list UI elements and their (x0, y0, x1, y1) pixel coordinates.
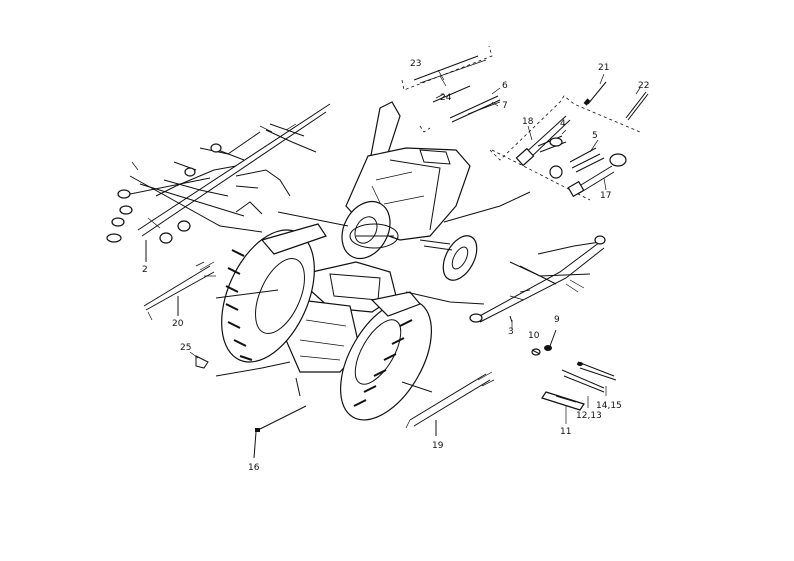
part-11-bracket (541, 391, 585, 411)
part-10-nut (531, 348, 541, 356)
callout-labels: 23 24 6 7 21 22 18 4 5 17 2 20 25 3 10 9… (142, 59, 649, 473)
callout-18: 18 (522, 117, 534, 127)
callout-10: 10 (528, 331, 540, 341)
callout-23: 23 (410, 59, 421, 69)
dashed-leader (419, 125, 431, 133)
callout-19: 19 (432, 441, 444, 451)
part-18-connector (515, 115, 571, 167)
part-22-rod (625, 91, 649, 121)
fender-right (370, 291, 422, 317)
leader-lines (439, 73, 641, 424)
callout-14-15: 14,15 (596, 401, 622, 411)
part-17-sensor (567, 153, 627, 198)
callout-9: 9 (554, 315, 560, 325)
part-14-15-bar (577, 361, 617, 381)
callout-21: 21 (598, 63, 609, 73)
part-12-13-bar (561, 369, 605, 393)
part-23-24-group (401, 45, 493, 103)
fender-left (260, 223, 327, 255)
callout-3: 3 (508, 327, 514, 337)
front-wheel-right (442, 235, 478, 281)
callout-16: 16 (248, 463, 260, 473)
part-19-harness (405, 371, 495, 436)
callout-5: 5 (592, 131, 598, 141)
tractor-assembly (215, 101, 531, 421)
callout-7: 7 (502, 101, 508, 111)
part-16-wire (253, 405, 307, 459)
front-wheel-left (341, 200, 391, 260)
part-9-bolt (544, 329, 557, 351)
callout-20: 20 (172, 319, 184, 329)
part-21-pin (583, 81, 607, 106)
part-3-harness (469, 235, 606, 323)
callout-6: 6 (502, 81, 508, 91)
callout-25: 25 (180, 343, 191, 353)
part-4-plug (537, 135, 567, 153)
part-5-clamp (549, 147, 605, 179)
callout-4: 4 (560, 119, 566, 129)
callout-12-13: 12,13 (576, 411, 602, 421)
part-25-fastener (189, 351, 209, 369)
part-20-harness (143, 261, 216, 321)
steering-wheel (349, 223, 399, 249)
callout-2: 2 (142, 265, 148, 275)
callout-22: 22 (638, 81, 649, 91)
part-2-main-harness (106, 103, 331, 262)
part-6-7-cable (449, 95, 501, 123)
callout-17: 17 (600, 191, 611, 201)
callout-24: 24 (440, 93, 452, 103)
callout-11: 11 (560, 427, 571, 437)
